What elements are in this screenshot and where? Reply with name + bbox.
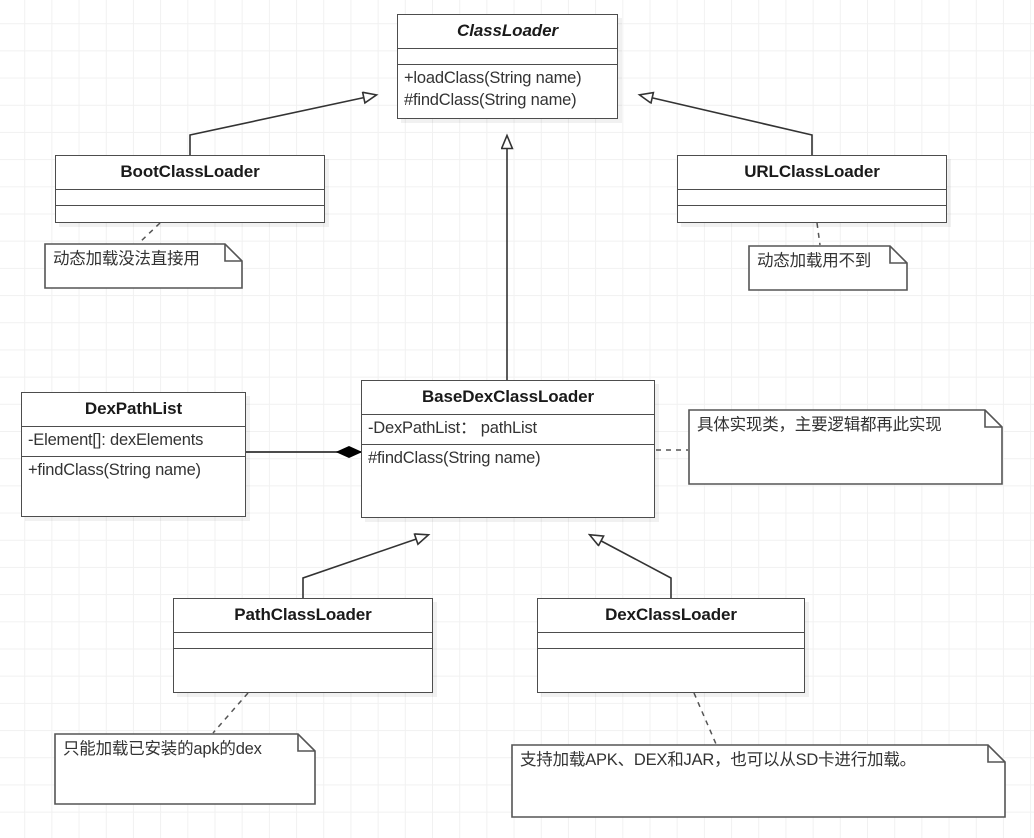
class-name-bootclassloader: BootClassLoader bbox=[120, 162, 260, 181]
class-attributes-basedexclassloader: -DexPathList： pathList bbox=[362, 415, 654, 444]
class-name-urlclassloader: URLClassLoader bbox=[744, 162, 880, 181]
class-box-basedexclassloader[interactable]: BaseDexClassLoader -DexPathList： pathLis… bbox=[361, 380, 655, 518]
class-attributes-pathclassloader bbox=[174, 633, 432, 648]
class-divider bbox=[362, 414, 654, 415]
note-text: 只能加载已安装的apk的dex bbox=[63, 740, 262, 758]
class-methods-basedexclassloader: #findClass(String name) bbox=[362, 445, 654, 474]
note-anchor-urlclassloader bbox=[816, 222, 821, 246]
class-box-urlclassloader[interactable]: URLClassLoader bbox=[677, 155, 947, 223]
class-methods-pathclassloader bbox=[174, 649, 432, 668]
note-pathclassloader[interactable]: 只能加载已安装的apk的dex bbox=[54, 733, 316, 805]
class-method-row: #findClass(String name) bbox=[404, 90, 577, 109]
note-urlclassloader[interactable]: 动态加载用不到 bbox=[748, 245, 908, 291]
class-divider bbox=[174, 632, 432, 633]
class-attributes-urlclassloader bbox=[678, 190, 946, 205]
class-method-row: +loadClass(String name) bbox=[404, 69, 582, 87]
note-text: 具体实现类，主要逻辑都再此实现 bbox=[697, 416, 942, 434]
edge-urlclassloader-to-classloader bbox=[640, 95, 813, 155]
class-divider bbox=[22, 455, 245, 457]
class-name-dexclassloader: DexClassLoader bbox=[605, 605, 737, 624]
note-shape bbox=[748, 245, 908, 291]
class-method-row: #findClass(String name) bbox=[368, 448, 541, 467]
class-divider bbox=[398, 64, 617, 65]
class-method-row: +findClass(String name) bbox=[28, 460, 201, 479]
note-bootclassloader[interactable]: 动态加载没法直接用 bbox=[44, 243, 243, 289]
note-text: 支持加载APK、DEX和JAR，也可以从SD卡进行加载。 bbox=[520, 751, 916, 769]
class-divider bbox=[174, 648, 432, 649]
edge-pathclassloader-to-basedexclassloader bbox=[302, 535, 428, 598]
class-divider bbox=[538, 632, 804, 633]
class-divider bbox=[538, 648, 804, 649]
class-name-dexpathlist: DexPathList bbox=[84, 399, 183, 418]
class-attribute-row: -Element[]: dexElements bbox=[28, 431, 204, 449]
note-text: 动态加载没法直接用 bbox=[53, 250, 200, 268]
class-name-pathclassloader: PathClassLoader bbox=[234, 605, 372, 624]
class-methods-dexclassloader bbox=[538, 649, 804, 668]
note-shape bbox=[44, 243, 243, 289]
class-divider bbox=[678, 205, 946, 206]
class-divider bbox=[362, 443, 654, 445]
note-dexclassloader[interactable]: 支持加载APK、DEX和JAR，也可以从SD卡进行加载。 bbox=[511, 744, 1006, 818]
class-box-dexpathlist[interactable]: DexPathList -Element[]: dexElements +fin… bbox=[21, 392, 246, 517]
class-box-bootclassloader[interactable]: BootClassLoader bbox=[55, 155, 325, 223]
note-anchor-bootclassloader bbox=[138, 222, 161, 244]
class-methods-classloader: +loadClass(String name) #findClass(Strin… bbox=[398, 65, 617, 116]
class-attributes-bootclassloader bbox=[56, 190, 324, 205]
class-box-classloader[interactable]: ClassLoader +loadClass(String name) #fin… bbox=[397, 14, 618, 119]
class-attribute-row: -DexPathList： pathList bbox=[368, 419, 537, 437]
note-basedexclassloader[interactable]: 具体实现类，主要逻辑都再此实现 bbox=[688, 409, 1003, 485]
class-divider bbox=[56, 205, 324, 206]
note-shape bbox=[688, 409, 1003, 485]
class-attributes-classloader bbox=[398, 49, 617, 64]
note-anchor-pathclassloader bbox=[212, 692, 249, 734]
class-attributes-dexclassloader bbox=[538, 633, 804, 648]
note-text: 动态加载用不到 bbox=[757, 252, 872, 270]
note-anchor-dexclassloader bbox=[693, 692, 717, 745]
class-divider bbox=[22, 426, 245, 427]
class-divider bbox=[56, 189, 324, 190]
class-methods-dexpathlist: +findClass(String name) bbox=[22, 457, 245, 486]
class-divider bbox=[398, 48, 617, 49]
class-name-basedexclassloader: BaseDexClassLoader bbox=[421, 387, 595, 406]
edge-bootclassloader-to-classloader bbox=[189, 95, 376, 155]
class-box-dexclassloader[interactable]: DexClassLoader bbox=[537, 598, 805, 693]
note-shape bbox=[54, 733, 316, 805]
class-methods-bootclassloader bbox=[56, 206, 324, 221]
class-name-classloader: ClassLoader bbox=[457, 21, 558, 40]
class-divider bbox=[678, 189, 946, 190]
class-methods-urlclassloader bbox=[678, 206, 946, 221]
class-attributes-dexpathlist: -Element[]: dexElements bbox=[22, 427, 245, 456]
class-box-pathclassloader[interactable]: PathClassLoader bbox=[173, 598, 433, 693]
note-shape bbox=[511, 744, 1006, 818]
edge-dexclassloader-to-basedexclassloader bbox=[590, 535, 672, 598]
